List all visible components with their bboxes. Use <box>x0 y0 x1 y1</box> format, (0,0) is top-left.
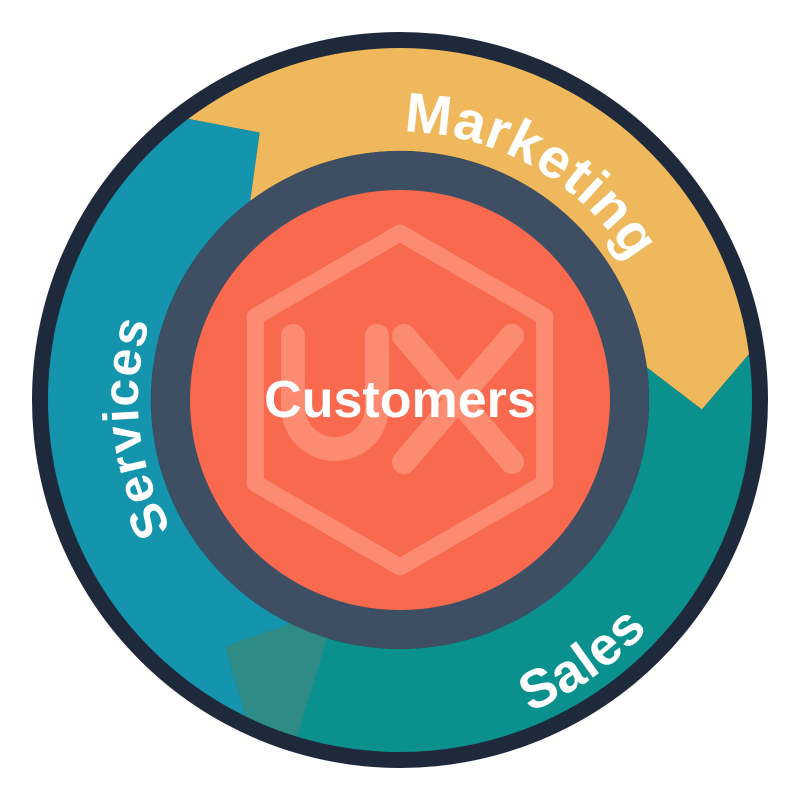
segment-services <box>48 118 291 717</box>
segment-marketing <box>188 48 749 410</box>
ux-letter-u <box>281 324 389 461</box>
segment-sales <box>225 354 753 753</box>
center-label: Customers <box>264 371 536 429</box>
segment-sales-arrowhead <box>225 623 328 737</box>
ux-hexagon-icon: UX <box>246 224 554 576</box>
hexagon-outline <box>246 224 554 576</box>
ux-letter-x <box>392 324 524 474</box>
